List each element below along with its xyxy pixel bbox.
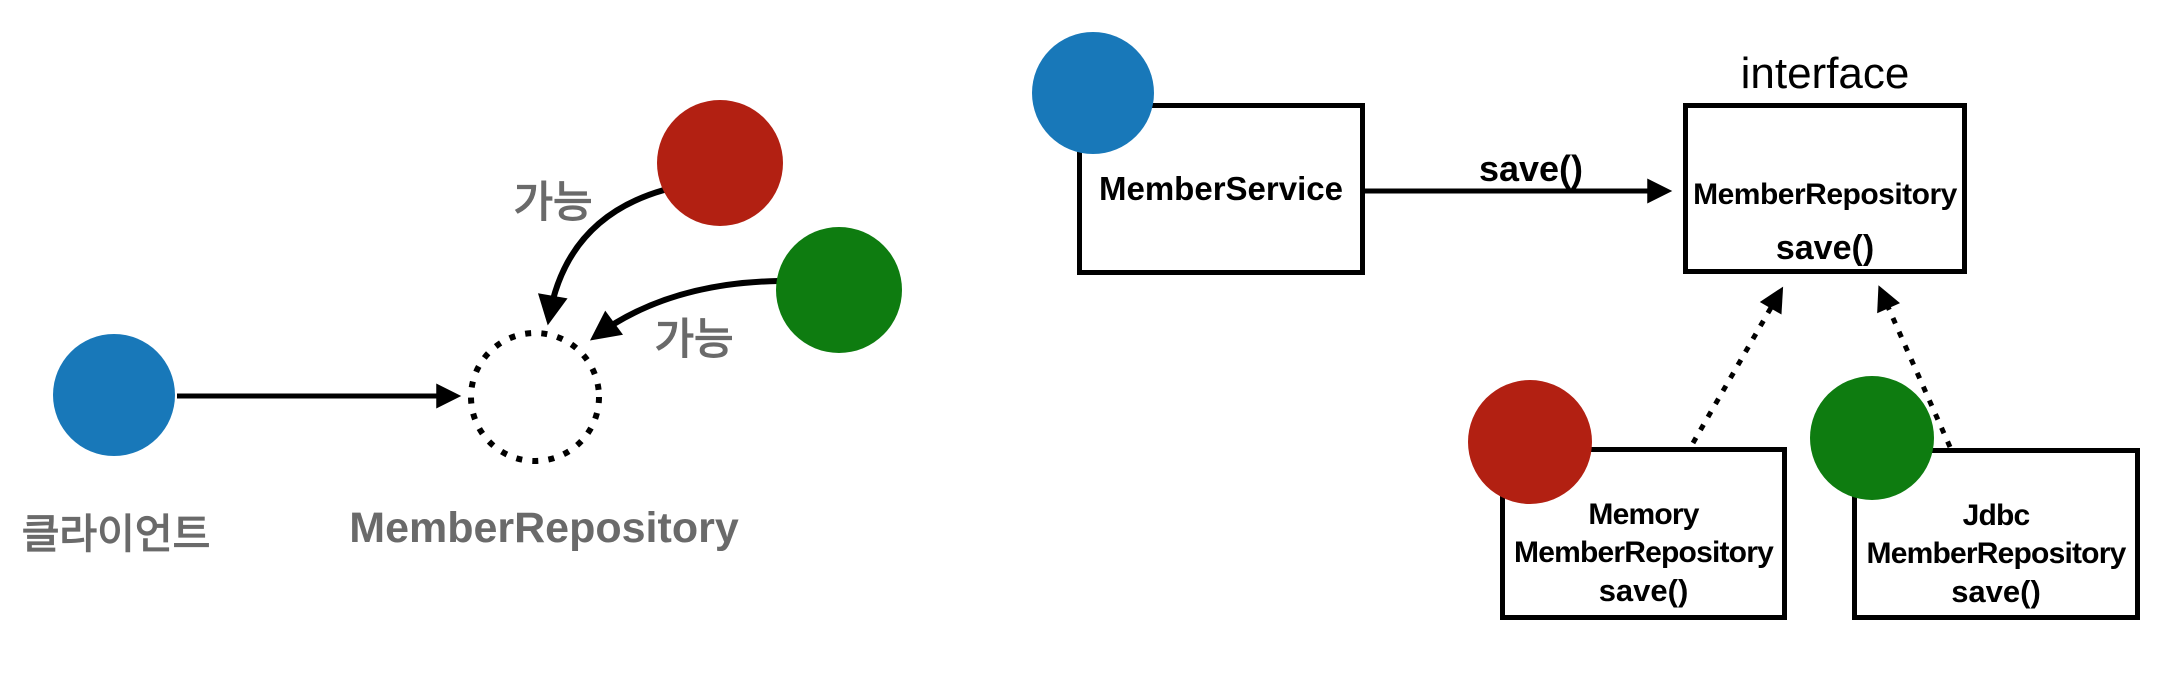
interface-box-name-label: MemberRepository xyxy=(1693,178,1957,211)
memory-impl-circle xyxy=(1468,380,1592,504)
repository-label: MemberRepository xyxy=(349,504,739,552)
possible-label-1: 가능 xyxy=(513,179,593,227)
jdbc-box-save-label: save() xyxy=(1951,574,2041,609)
member-repository-interface-box: MemberRepository save() xyxy=(1683,103,1967,274)
repository-dotted-circle xyxy=(468,330,602,464)
client-label: 클라이언트 xyxy=(21,511,211,557)
jdbc-box-line1: Jdbc xyxy=(1962,499,2031,532)
possible-label-2: 가능 xyxy=(654,316,734,364)
green-possible-arrow xyxy=(589,278,779,341)
red-impl-circle xyxy=(657,100,783,226)
interface-box-save-label: save() xyxy=(1775,229,1875,267)
green-impl-circle xyxy=(776,227,902,353)
memory-box-line1: Memory xyxy=(1588,498,1699,531)
client-circle xyxy=(53,334,175,456)
service-circle xyxy=(1032,32,1154,154)
member-service-box: MemberService xyxy=(1077,103,1365,275)
memory-box-save-label: save() xyxy=(1598,573,1689,608)
memory-realization-arrow xyxy=(1690,286,1784,445)
jdbc-box-line2: MemberRepository xyxy=(1866,537,2127,570)
save-arrow-label: save() xyxy=(1478,148,1584,189)
memory-member-repository-box: Memory MemberRepository save() xyxy=(1500,447,1787,620)
interface-caption: interface xyxy=(1740,49,1910,98)
jdbc-impl-circle xyxy=(1810,376,1934,500)
memory-box-line2: MemberRepository xyxy=(1514,536,1774,569)
red-possible-arrow xyxy=(537,187,665,326)
member-service-label: MemberService xyxy=(1099,170,1343,207)
